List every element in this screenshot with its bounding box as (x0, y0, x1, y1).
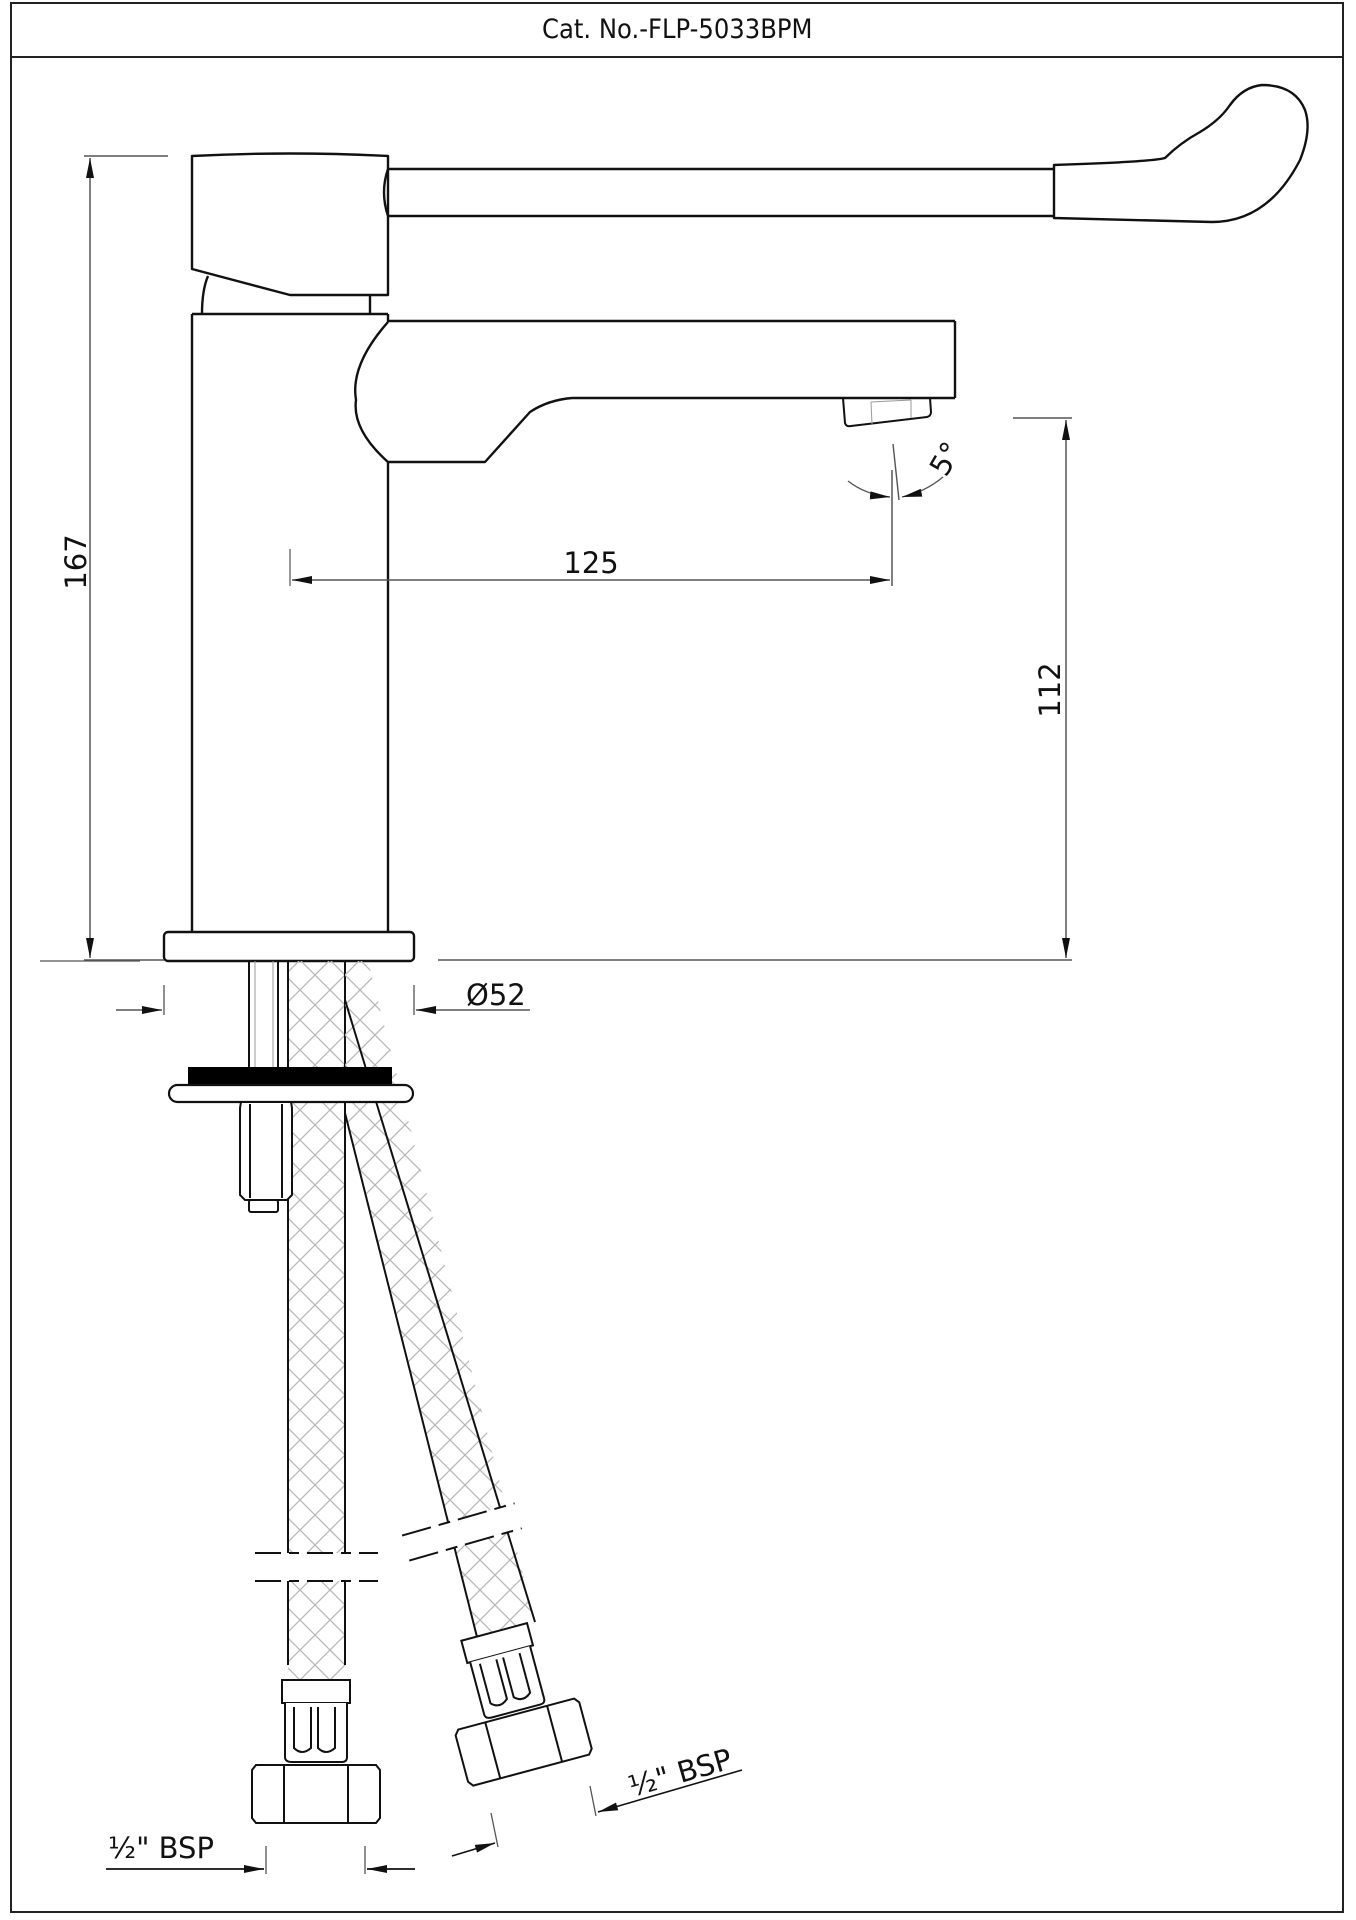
dim-bsp-left (106, 1846, 415, 1874)
spout (354, 319, 957, 464)
dim-overall-height (84, 155, 168, 961)
hose-left-fitting (251, 1679, 381, 1824)
dim-overall-height-label: 167 (59, 534, 93, 589)
dim-spout-height (438, 417, 1072, 961)
dim-bsp-right-label: ½" BSP (625, 1742, 736, 1804)
hex-nut (239, 1101, 293, 1213)
hose-right-fitting (454, 1621, 593, 1787)
dim-bsp-right (451, 1769, 743, 1857)
dim-spout-height-label: 112 (1033, 662, 1067, 717)
dim-base-diameter (40, 960, 530, 1015)
aerator (842, 397, 933, 428)
lever-handle (190, 83, 1309, 315)
dim-spout-reach (289, 470, 893, 586)
tap-body (190, 312, 390, 931)
title-bar: Cat. No.-FLP-5033BPM (10, 2, 1344, 58)
dim-spout-angle-label: 5° (923, 436, 969, 482)
dim-spout-reach-label: 125 (563, 546, 618, 580)
hose-left-break (255, 1552, 378, 1582)
hose-right-break (401, 1502, 523, 1562)
dim-base-diameter-label: Ø52 (466, 978, 526, 1012)
dim-bsp-left-label: ½" BSP (108, 1831, 214, 1865)
fixing-washer (167, 1083, 415, 1104)
dim-spout-angle (847, 443, 944, 501)
catalog-number: Cat. No.-FLP-5033BPM (541, 13, 813, 45)
base-plate (162, 930, 416, 963)
fixing-stud (248, 961, 279, 1068)
rubber-washer (188, 1067, 392, 1085)
drawing-frame (10, 2, 1344, 1913)
